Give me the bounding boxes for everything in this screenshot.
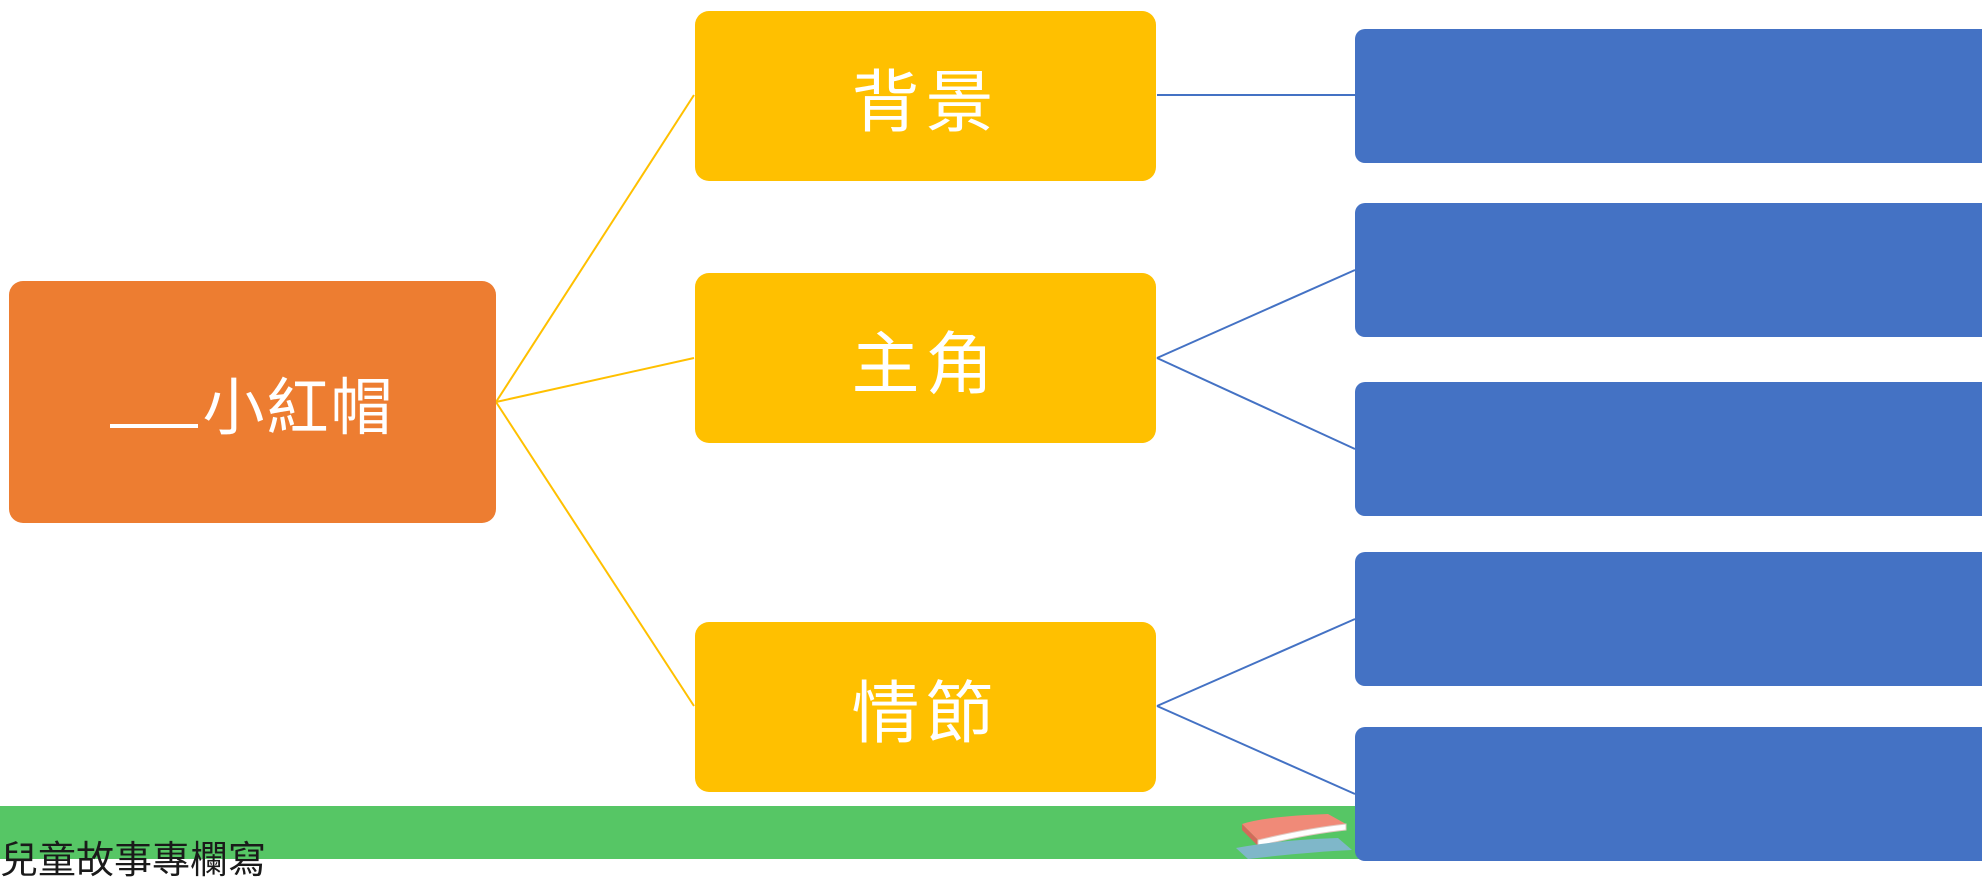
leaf-node-5 (1355, 727, 1982, 861)
leaf-node-3 (1355, 382, 1982, 516)
branch-node-background: 背景 (695, 11, 1156, 181)
branch-node-plot: 情節 (695, 622, 1156, 792)
fill-in-blank-line (110, 376, 199, 428)
connector-root-to-plot (495, 401, 695, 707)
root-node: 小紅帽 (9, 281, 496, 523)
connector-protagonist-to-leaf-3 (1156, 357, 1356, 450)
connector-lines (495, 94, 1356, 795)
connector-plot-to-leaf-4 (1156, 618, 1356, 707)
leaf-node-2 (1355, 203, 1982, 337)
stack-of-books-icon (1236, 814, 1352, 859)
branch-node-protagonist: 主角 (695, 273, 1156, 443)
branch-node-label: 背景 (851, 63, 1000, 143)
connector-root-to-protagonist (495, 357, 695, 403)
leaf-node-1 (1355, 29, 1982, 163)
connector-protagonist-to-leaf-2 (1156, 269, 1356, 359)
leaf-node-4 (1355, 552, 1982, 686)
connector-plot-to-leaf-5 (1156, 705, 1356, 795)
connector-root-to-background (495, 94, 695, 403)
branch-node-label: 主角 (851, 325, 1000, 405)
footer-label: 兒童故事專欄寫 (0, 838, 267, 882)
branch-node-label: 情節 (851, 674, 1000, 754)
root-node-label: 小紅帽 (202, 371, 395, 444)
